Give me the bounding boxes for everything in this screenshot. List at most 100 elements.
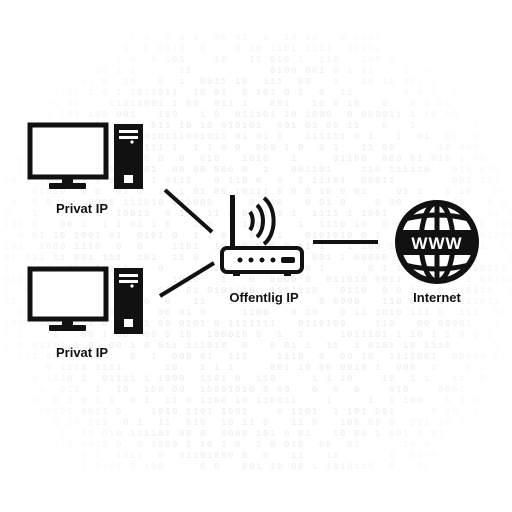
svg-text:0: 0 bbox=[389, 418, 394, 428]
svg-text:0: 0 bbox=[18, 418, 23, 428]
svg-text:1: 1 bbox=[193, 451, 198, 461]
svg-text:1: 1 bbox=[480, 451, 485, 461]
svg-text:0: 0 bbox=[494, 385, 499, 395]
svg-text:1: 1 bbox=[487, 110, 492, 120]
svg-text:1: 1 bbox=[193, 297, 198, 307]
svg-text:1: 1 bbox=[368, 165, 373, 175]
svg-text:1: 1 bbox=[172, 176, 177, 186]
svg-text:1: 1 bbox=[326, 231, 331, 241]
svg-text:1: 1 bbox=[284, 99, 289, 109]
svg-text:1: 1 bbox=[431, 88, 436, 98]
svg-text:0: 0 bbox=[151, 462, 156, 472]
svg-text:0: 0 bbox=[46, 176, 51, 186]
svg-text:1: 1 bbox=[361, 308, 366, 318]
svg-text:1: 1 bbox=[382, 297, 387, 307]
svg-text:1: 1 bbox=[4, 385, 9, 395]
svg-text:1: 1 bbox=[179, 77, 184, 87]
svg-text:0: 0 bbox=[214, 451, 219, 461]
svg-text:0: 0 bbox=[4, 341, 9, 351]
svg-text:0: 0 bbox=[186, 396, 191, 406]
edge-computer-top-router bbox=[163, 188, 214, 234]
svg-text:0: 0 bbox=[207, 121, 212, 131]
svg-text:1: 1 bbox=[60, 88, 65, 98]
svg-text:1: 1 bbox=[60, 66, 65, 76]
svg-text:0: 0 bbox=[347, 462, 352, 472]
svg-text:1: 1 bbox=[4, 242, 9, 252]
svg-text:1: 1 bbox=[340, 231, 345, 241]
svg-text:1: 1 bbox=[228, 286, 233, 296]
svg-text:1: 1 bbox=[277, 330, 282, 340]
svg-text:1: 1 bbox=[4, 77, 9, 87]
svg-text:0: 0 bbox=[487, 462, 492, 472]
svg-text:0: 0 bbox=[508, 55, 512, 65]
svg-text:1: 1 bbox=[347, 66, 352, 76]
svg-text:1: 1 bbox=[277, 286, 282, 296]
svg-text:1: 1 bbox=[326, 198, 331, 208]
svg-text:1: 1 bbox=[102, 462, 107, 472]
svg-text:1: 1 bbox=[74, 231, 79, 241]
svg-text:0: 0 bbox=[361, 231, 366, 241]
svg-text:0: 0 bbox=[410, 297, 415, 307]
svg-text:0: 0 bbox=[452, 55, 457, 65]
svg-text:1: 1 bbox=[445, 407, 450, 417]
svg-text:0: 0 bbox=[284, 341, 289, 351]
svg-text:0: 0 bbox=[221, 286, 226, 296]
svg-text:0: 0 bbox=[74, 253, 79, 263]
svg-text:0: 0 bbox=[319, 297, 324, 307]
svg-text:1: 1 bbox=[326, 462, 331, 472]
svg-text:1: 1 bbox=[305, 44, 310, 54]
svg-text:1: 1 bbox=[88, 110, 93, 120]
svg-text:1: 1 bbox=[382, 330, 387, 340]
svg-text:0: 0 bbox=[214, 187, 219, 197]
svg-text:1: 1 bbox=[466, 33, 471, 43]
svg-text:0: 0 bbox=[501, 220, 506, 230]
svg-text:1: 1 bbox=[4, 143, 9, 153]
svg-text:1: 1 bbox=[116, 363, 121, 373]
svg-text:1: 1 bbox=[424, 451, 429, 461]
svg-text:0: 0 bbox=[256, 44, 261, 54]
svg-text:0: 0 bbox=[207, 220, 212, 230]
svg-text:0: 0 bbox=[179, 275, 184, 285]
svg-text:1: 1 bbox=[102, 418, 107, 428]
svg-text:0: 0 bbox=[39, 319, 44, 329]
svg-text:1: 1 bbox=[130, 110, 135, 120]
svg-text:1: 1 bbox=[466, 176, 471, 186]
svg-text:0: 0 bbox=[165, 44, 170, 54]
svg-text:0: 0 bbox=[291, 308, 296, 318]
svg-text:1: 1 bbox=[417, 33, 422, 43]
svg-text:0: 0 bbox=[207, 77, 212, 87]
svg-text:0: 0 bbox=[368, 209, 373, 219]
svg-text:1: 1 bbox=[431, 55, 436, 65]
svg-text:1: 1 bbox=[487, 396, 492, 406]
svg-text:0: 0 bbox=[333, 385, 338, 395]
svg-text:0: 0 bbox=[424, 44, 429, 54]
svg-text:1: 1 bbox=[151, 429, 156, 439]
svg-text:0: 0 bbox=[459, 330, 464, 340]
svg-text:0: 0 bbox=[298, 429, 303, 439]
svg-text:0: 0 bbox=[396, 286, 401, 296]
svg-text:0: 0 bbox=[319, 110, 324, 120]
svg-text:0: 0 bbox=[67, 110, 72, 120]
svg-text:1: 1 bbox=[60, 363, 65, 373]
svg-text:1: 1 bbox=[151, 176, 156, 186]
svg-text:0: 0 bbox=[480, 374, 485, 384]
svg-text:1: 1 bbox=[11, 396, 16, 406]
svg-text:1: 1 bbox=[193, 286, 198, 296]
svg-text:0: 0 bbox=[235, 44, 240, 54]
svg-text:0: 0 bbox=[459, 396, 464, 406]
svg-text:1: 1 bbox=[277, 55, 282, 65]
svg-text:0: 0 bbox=[277, 176, 282, 186]
svg-text:0: 0 bbox=[200, 198, 205, 208]
svg-text:1: 1 bbox=[95, 418, 100, 428]
svg-text:0: 0 bbox=[347, 231, 352, 241]
svg-text:1: 1 bbox=[53, 253, 58, 263]
svg-text:0: 0 bbox=[60, 242, 65, 252]
svg-text:0: 0 bbox=[88, 330, 93, 340]
svg-text:0: 0 bbox=[172, 385, 177, 395]
svg-text:0: 0 bbox=[228, 451, 233, 461]
svg-text:1: 1 bbox=[473, 121, 478, 131]
svg-text:0: 0 bbox=[291, 110, 296, 120]
svg-text:0: 0 bbox=[298, 319, 303, 329]
svg-text:1: 1 bbox=[116, 451, 121, 461]
svg-text:1: 1 bbox=[186, 319, 191, 329]
